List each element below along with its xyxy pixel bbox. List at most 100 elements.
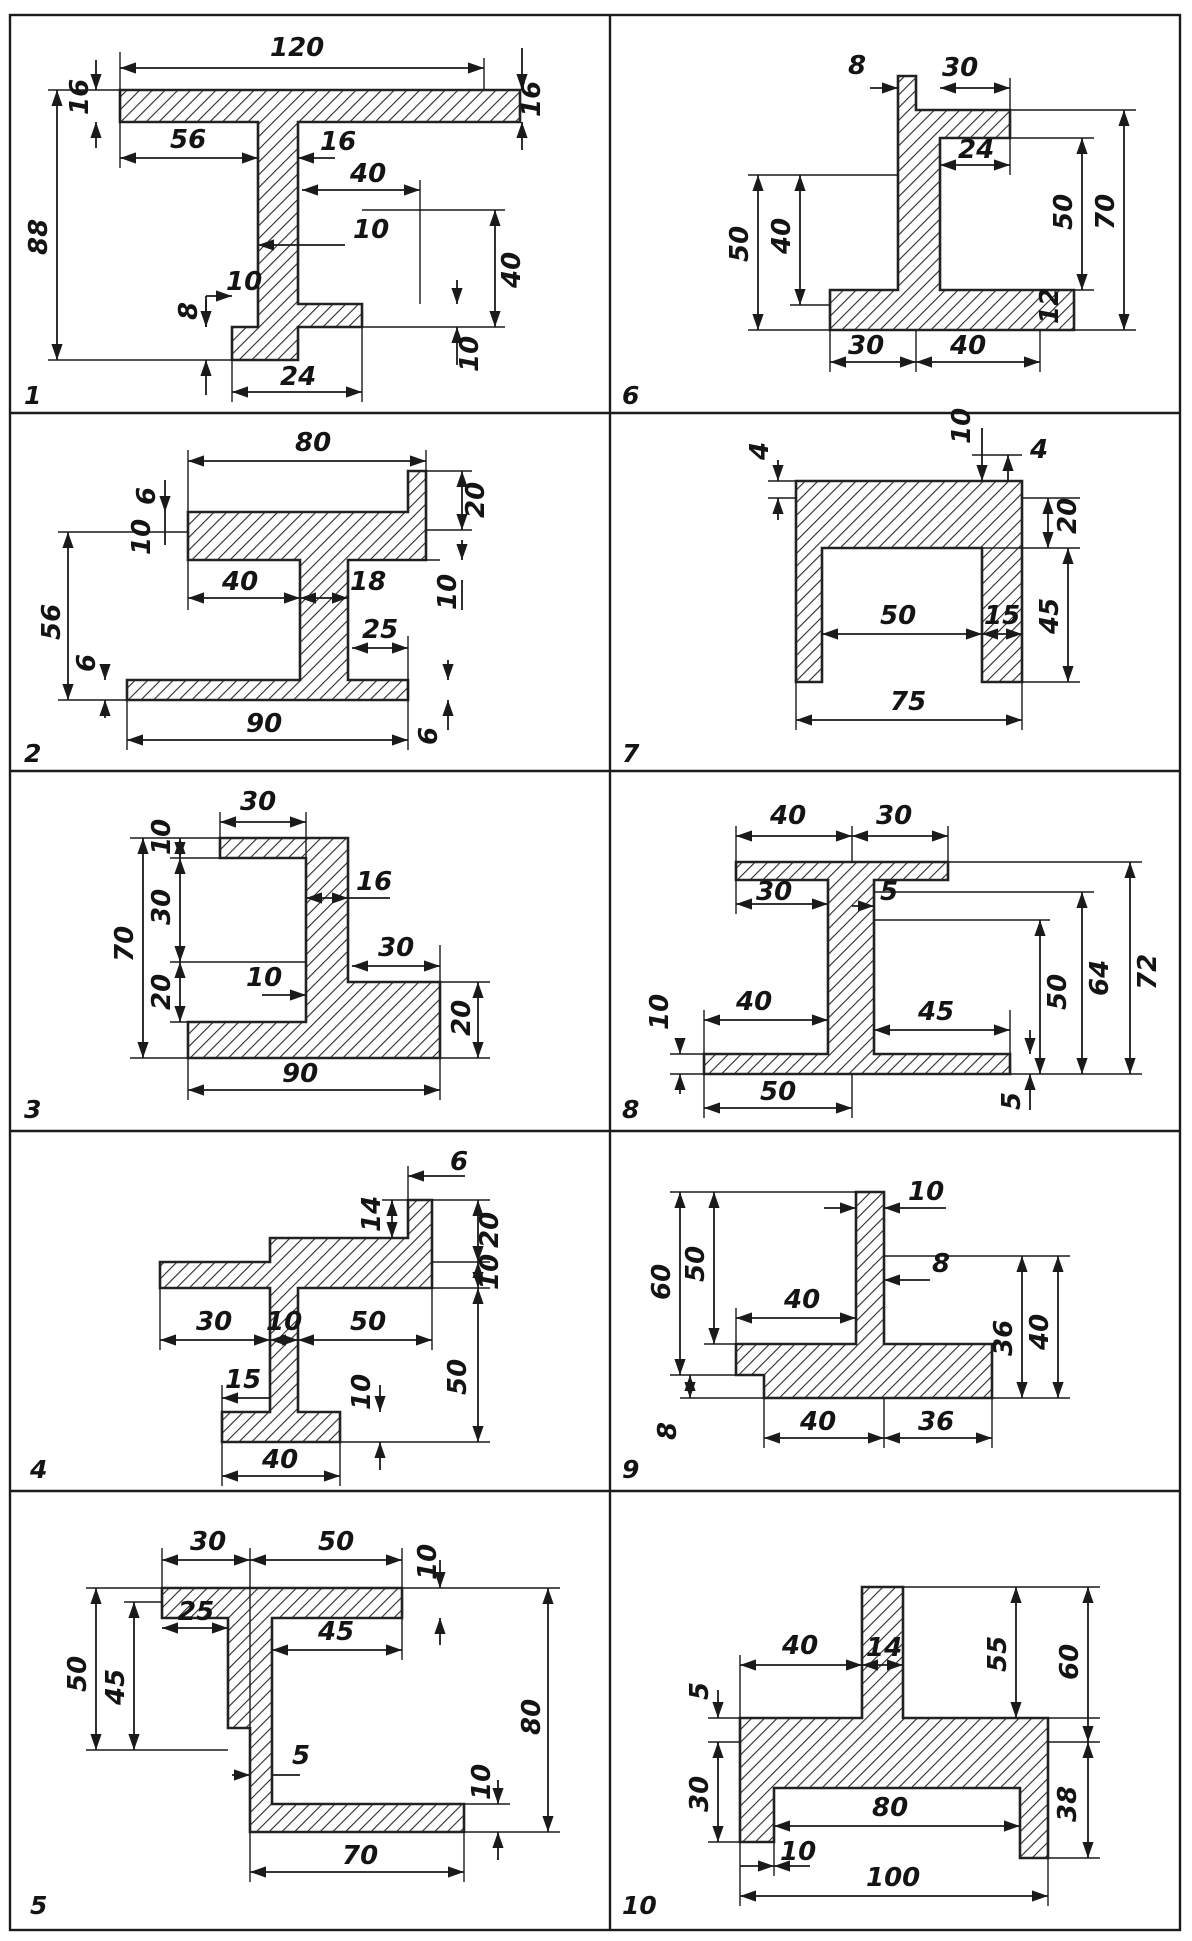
dimension-lines-2 xyxy=(58,450,472,750)
panel-5: 30 50 10 50 45 25 45 80 5 10 70 5 xyxy=(30,1527,560,1920)
dim-label: 30 xyxy=(848,331,884,361)
dim-label: 10 xyxy=(226,267,262,297)
dim-label: 30 xyxy=(190,1527,226,1557)
dim-label: 8 xyxy=(848,51,866,81)
dim-label: 30 xyxy=(196,1307,232,1337)
dim-label: 5 xyxy=(292,1741,310,1771)
dim-label: 45 xyxy=(101,1669,131,1706)
dimension-labels-10: 40 14 55 60 5 30 80 38 10 100 xyxy=(685,1631,1085,1893)
panel-2: 80 6 20 10 56 40 18 10 25 6 90 6 2 xyxy=(24,428,491,768)
dimension-lines-3 xyxy=(130,812,490,1100)
dim-label: 56 xyxy=(37,604,67,640)
dim-label: 14 xyxy=(866,1633,902,1663)
dim-label: 50 xyxy=(443,1359,473,1395)
dim-label: 50 xyxy=(1043,974,1073,1010)
dim-label: 30 xyxy=(240,787,276,817)
dimension-labels-3: 30 10 70 30 16 30 20 10 20 90 xyxy=(110,787,477,1089)
dim-label: 10 xyxy=(645,994,675,1030)
dim-label: 16 xyxy=(320,127,356,157)
dimension-labels-9: 10 60 50 8 40 36 40 8 40 36 xyxy=(647,1177,1055,1440)
dim-label: 30 xyxy=(756,877,792,907)
dimension-labels-2: 80 6 20 10 56 40 18 10 25 6 90 6 xyxy=(37,428,491,745)
dim-label: 10 xyxy=(347,1374,377,1410)
dimension-labels-1: 120 16 16 88 56 16 40 10 40 10 8 10 24 xyxy=(24,33,547,392)
dim-label: 64 xyxy=(1085,960,1115,996)
dim-label: 4 xyxy=(1029,435,1048,465)
dimension-lines-4 xyxy=(159,1166,490,1486)
dim-label: 72 xyxy=(1133,954,1163,990)
dim-label: 40 xyxy=(783,1285,820,1315)
dim-label: 40 xyxy=(261,1445,298,1475)
dim-label: 20 xyxy=(147,974,177,1010)
dimension-lines-7 xyxy=(768,428,1080,730)
dim-label: 50 xyxy=(350,1307,386,1337)
dim-label: 10 xyxy=(467,1764,497,1800)
dimension-labels-6: 8 30 24 50 40 50 70 12 30 40 xyxy=(725,51,1121,361)
dim-label: 36 xyxy=(918,1407,954,1437)
dim-label: 75 xyxy=(890,687,926,717)
dim-label: 50 xyxy=(63,1656,93,1692)
panel-number: 1 xyxy=(24,381,41,410)
dim-label: 6 xyxy=(132,487,162,505)
dim-label: 40 xyxy=(799,1407,836,1437)
dim-label: 10 xyxy=(246,963,282,993)
dim-label: 50 xyxy=(318,1527,354,1557)
dim-label: 90 xyxy=(282,1059,318,1089)
dim-label: 5 xyxy=(685,1682,715,1700)
dim-label: 4 xyxy=(745,442,775,461)
dim-label: 40 xyxy=(1025,1314,1055,1351)
panel-9: 10 60 50 8 40 36 40 8 40 36 9 xyxy=(622,1177,1070,1484)
dim-label: 10 xyxy=(147,819,177,855)
dim-label: 10 xyxy=(475,1254,505,1290)
dim-label: 30 xyxy=(876,801,912,831)
dim-label: 56 xyxy=(170,125,206,155)
dim-label: 24 xyxy=(280,362,316,392)
dim-label: 40 xyxy=(949,331,986,361)
profile-6-section xyxy=(828,74,1076,332)
dim-label: 10 xyxy=(353,215,389,245)
dim-label: 70 xyxy=(1091,194,1121,230)
dim-label: 40 xyxy=(221,567,258,597)
profile-9-section xyxy=(734,1190,994,1400)
dim-label: 40 xyxy=(735,987,772,1017)
dim-label: 50 xyxy=(880,601,916,631)
dim-label: 40 xyxy=(349,159,386,189)
panel-1: 120 16 16 88 56 16 40 10 40 10 8 10 24 1 xyxy=(24,33,547,410)
dimension-labels-5: 30 50 10 50 45 25 45 80 5 10 70 xyxy=(63,1527,547,1871)
dimension-labels-8: 40 30 30 5 40 45 10 50 64 72 50 5 xyxy=(645,801,1163,1110)
dim-label: 20 xyxy=(461,482,491,518)
dim-label: 40 xyxy=(767,218,797,255)
dim-label: 50 xyxy=(681,1246,711,1282)
dimension-labels-4: 6 14 20 10 30 10 50 15 10 50 40 xyxy=(196,1147,505,1475)
dim-label: 10 xyxy=(455,336,485,372)
dim-label: 30 xyxy=(685,1776,715,1812)
dim-label: 10 xyxy=(780,1837,816,1867)
dim-label: 30 xyxy=(147,889,177,925)
panel-3: 30 10 70 30 16 30 20 10 20 90 3 xyxy=(24,787,490,1124)
dim-label: 18 xyxy=(350,567,386,597)
dim-label: 12 xyxy=(1035,288,1065,324)
dim-label: 45 xyxy=(317,1617,354,1647)
dim-label: 8 xyxy=(932,1249,950,1279)
dim-label: 80 xyxy=(517,1699,547,1735)
dimension-lines-5 xyxy=(86,1548,560,1882)
dim-label: 5 xyxy=(997,1092,1027,1110)
panel-number: 9 xyxy=(622,1455,639,1484)
dim-label: 6 xyxy=(414,727,444,745)
panel-6: 8 30 24 50 40 50 70 12 30 40 6 xyxy=(622,51,1136,410)
dim-label: 88 xyxy=(24,219,54,255)
dim-label: 20 xyxy=(475,1212,505,1248)
dim-label: 25 xyxy=(362,615,398,645)
dim-label: 90 xyxy=(246,709,282,739)
dim-label: 15 xyxy=(225,1365,261,1395)
dim-label: 10 xyxy=(433,574,463,610)
dim-label: 25 xyxy=(178,1597,214,1627)
dim-label: 10 xyxy=(947,408,977,444)
profile-1-section xyxy=(118,88,522,362)
dim-label: 30 xyxy=(378,933,414,963)
panel-number: 7 xyxy=(622,739,640,768)
dim-label: 14 xyxy=(357,1196,387,1232)
dim-label: 10 xyxy=(266,1307,302,1337)
dim-label: 16 xyxy=(517,81,547,117)
